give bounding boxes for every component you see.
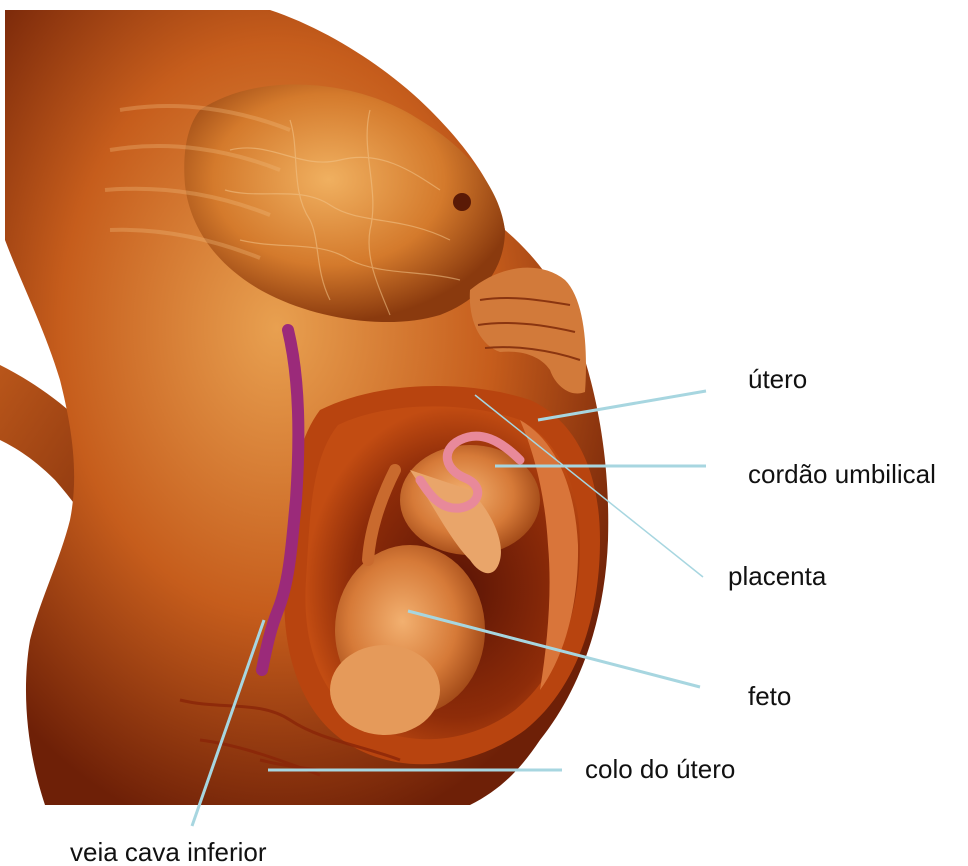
label-placenta: placenta	[728, 561, 827, 591]
label-cordao-umbilical: cordão umbilical	[748, 459, 936, 489]
label-veia-cava-inferior: veia cava inferior	[70, 837, 267, 866]
label-colo-do-utero: colo do útero	[585, 754, 735, 784]
label-utero: útero	[748, 364, 807, 394]
pregnant-torso-illustration	[0, 10, 608, 805]
nipple-shape	[453, 193, 471, 211]
label-feto: feto	[748, 681, 791, 711]
